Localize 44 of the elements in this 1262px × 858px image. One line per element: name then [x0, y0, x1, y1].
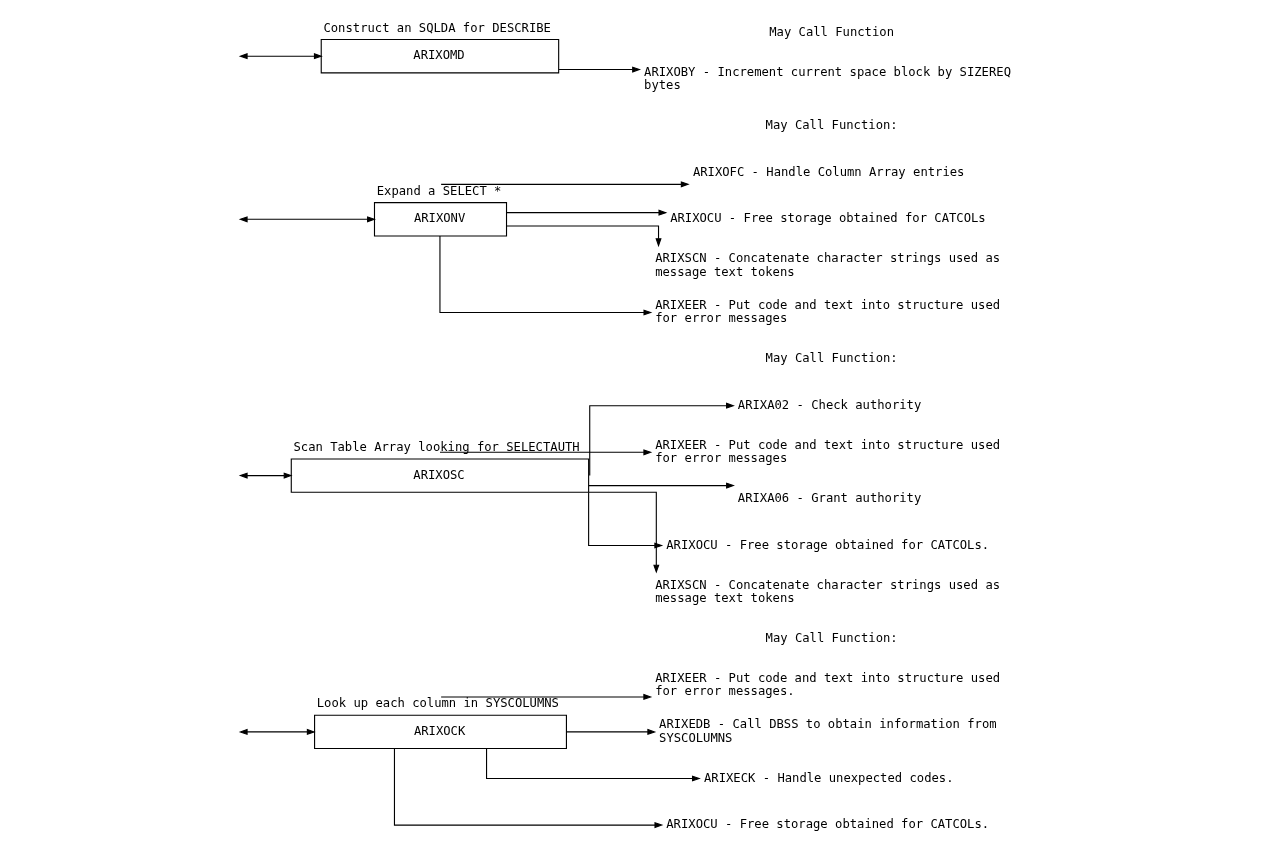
arrow [587, 491, 659, 574]
arrow [238, 728, 316, 735]
node-label: Scan Table Array looking for SELECTAUTH [292, 439, 580, 454]
node-text: ARIXEER - Put code and text into structure used for error messages. [654, 670, 1000, 699]
arrow [440, 693, 652, 701]
node-label: Expand a SELECT * [376, 183, 501, 198]
arrow [438, 235, 652, 316]
node-text: ARIXSCN - Concatenate character strings used as message text tokens [654, 251, 1000, 279]
label: May Call Function [768, 25, 894, 40]
arrow [238, 472, 293, 479]
label: May Call Function: [765, 351, 898, 366]
node-text: ARIXOFC - Handle Column Array entries [692, 164, 964, 179]
arrow [565, 728, 656, 735]
node-text: ARIXSCN - Concatenate character strings used as message text tokens [654, 577, 1000, 605]
node-text: ARIXEER - Put code and text into structure used for error messages [654, 437, 1000, 466]
node-text: ARIXA06 - Grant authority [737, 491, 921, 506]
label: May Call Function: [765, 630, 898, 645]
node-box: ARIXONV [373, 202, 507, 237]
node-text: ARIXEDB - Call DBSS to obtain information from SYSCOLUMNS [658, 717, 997, 745]
arrow [587, 491, 663, 549]
arrow [558, 66, 641, 73]
arrow [438, 449, 652, 456]
arrow [440, 181, 690, 188]
label: May Call Function: [765, 118, 898, 133]
node-label: Construct an SQLDA for DESCRIBE [322, 20, 551, 35]
node-text: ARIXOCU - Free storage obtained for CATCOLs. [665, 537, 989, 552]
arrow [588, 402, 735, 477]
arrow [505, 225, 662, 248]
node-box: ARIXOMD [320, 39, 559, 74]
node-text: ARIXA02 - Check authority [737, 397, 921, 412]
node-box: ARIXOCK [313, 714, 567, 750]
node-box: ARIXOSC [290, 458, 589, 493]
arrow [238, 216, 376, 223]
arrow [587, 482, 735, 489]
arrow [393, 748, 663, 829]
node-text: ARIXOCU - Free storage obtained for CATCOLs. [665, 817, 989, 832]
arrow [505, 209, 667, 216]
node-text: ARIXECK - Handle unexpected codes. [703, 770, 953, 785]
node-text: ARIXEER - Put code and text into structure used for error messages [654, 297, 1000, 326]
node-text: ARIXOBY - Increment current space block by SIZEREQ bytes [643, 64, 1011, 93]
arrow [238, 53, 323, 60]
node-text: ARIXOCU - Free storage obtained for CATCOLs [669, 211, 986, 226]
node-label: Look up each column in SYSCOLUMNS [316, 696, 559, 711]
arrow [485, 748, 701, 782]
